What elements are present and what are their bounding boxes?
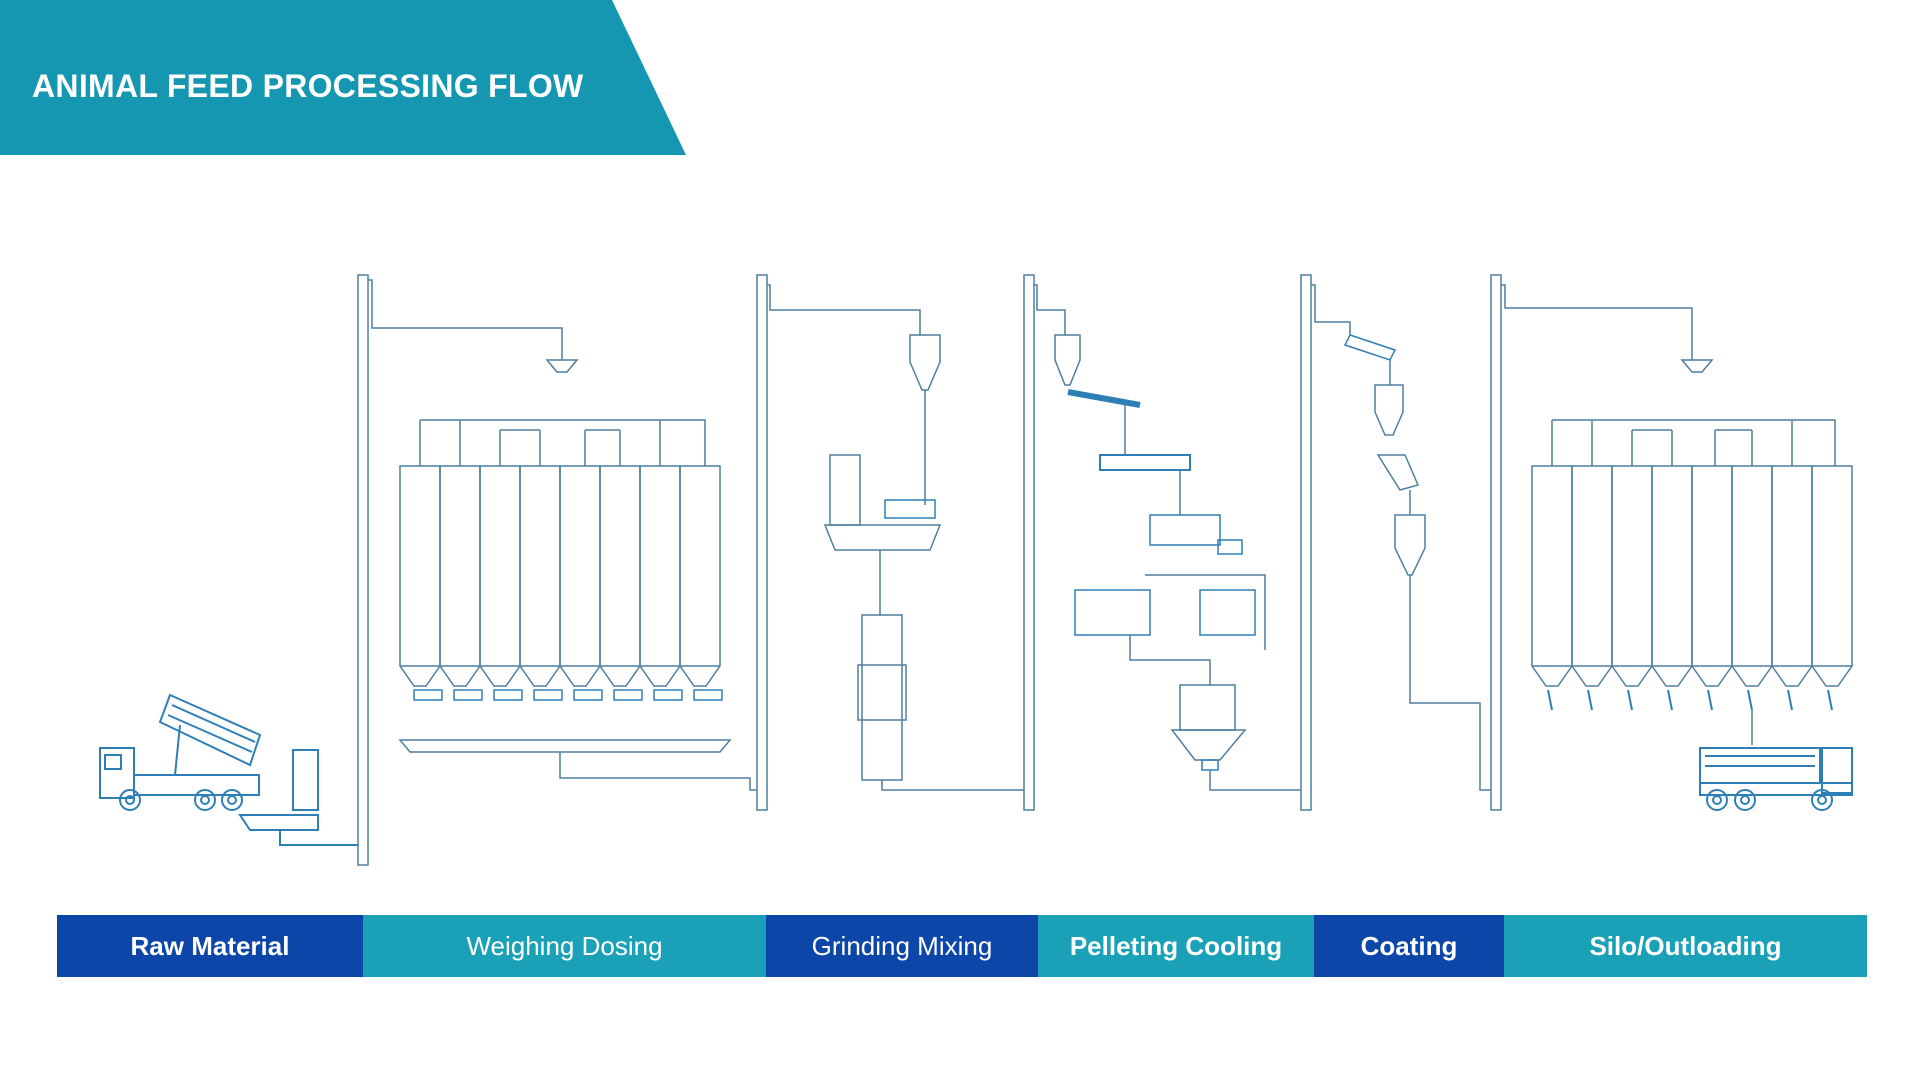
stage-silo-outloading: Silo/Outloading xyxy=(1504,915,1867,977)
bucket-elevator-2 xyxy=(756,274,921,811)
stage-weighing-dosing: Weighing Dosing xyxy=(363,915,766,977)
outloading-silo-bank xyxy=(1531,359,1853,745)
stage-grinding-mixing: Grinding Mixing xyxy=(766,915,1038,977)
bucket-elevator-1 xyxy=(357,274,563,866)
coating-group xyxy=(1343,334,1491,791)
stage-bar: Raw Material Weighing Dosing Grinding Mi… xyxy=(57,915,1867,977)
title-banner xyxy=(0,0,686,155)
dosing-silo-bank xyxy=(398,359,757,791)
bucket-elevator-4 xyxy=(1300,274,1351,811)
outloading-truck-icon xyxy=(1699,747,1853,811)
grinder-mixer-group xyxy=(823,334,1024,791)
dump-truck-icon xyxy=(99,693,358,846)
page-title: ANIMAL FEED PROCESSING FLOW xyxy=(32,68,584,104)
bucket-elevator-5 xyxy=(1490,274,1693,811)
stage-pelleting-cooling: Pelleting Cooling xyxy=(1038,915,1314,977)
stage-raw-material: Raw Material xyxy=(57,915,363,977)
bucket-elevator-3 xyxy=(1023,274,1066,811)
pellet-mill-cooler-group xyxy=(1054,334,1301,791)
stage-coating: Coating xyxy=(1314,915,1504,977)
